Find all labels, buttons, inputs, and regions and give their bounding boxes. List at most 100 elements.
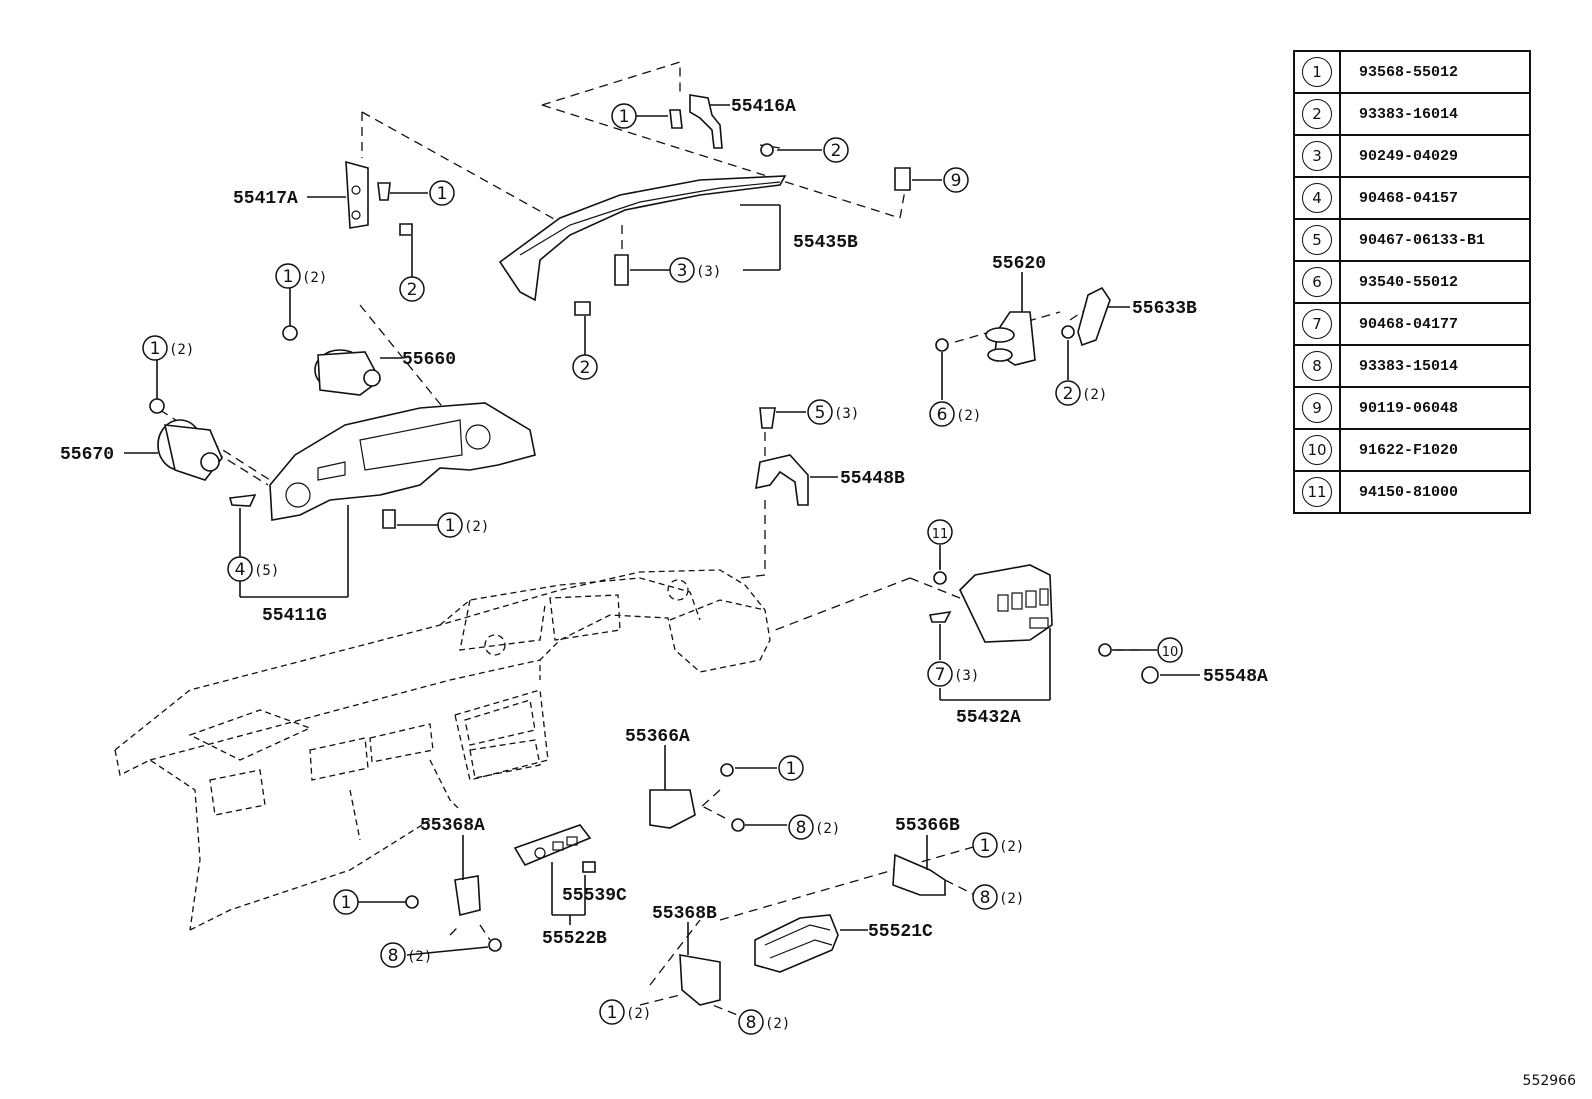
qty-5: (5)	[254, 563, 279, 579]
bracket-55448B-shape	[755, 407, 809, 506]
bracket-55368B-shape	[679, 954, 721, 1006]
callout-1-g: 1	[980, 836, 991, 856]
label-55368A: 55368A	[420, 816, 485, 836]
cluster-panel-55411G-shape	[228, 402, 536, 529]
cover-55435B-shape	[498, 167, 911, 316]
callout-1-a: 1	[619, 107, 630, 127]
callout-2-a: 2	[831, 141, 842, 161]
dashed-guide-lines	[159, 61, 1145, 1019]
label-55368B: 55368B	[652, 904, 717, 924]
row-key: 10	[1302, 435, 1332, 465]
label-55416A: 55416A	[731, 97, 796, 117]
row-key: 7	[1302, 309, 1332, 339]
callout-11: 11	[932, 527, 949, 542]
callout-circles	[142, 103, 1183, 1035]
callout-1-i: 1	[607, 1003, 618, 1023]
row-key: 8	[1302, 351, 1332, 381]
bracket-55368A-shape	[405, 875, 502, 952]
bracket-55366A-shape	[649, 763, 745, 832]
qty-2-c: (2)	[464, 519, 489, 535]
label-55548A: 55548A	[1203, 667, 1268, 687]
row-part-no: 93383-16014	[1339, 92, 1531, 136]
panel-55522B-shape	[513, 824, 596, 873]
row-part-no: 94150-81000	[1339, 470, 1531, 514]
label-55432A: 55432A	[956, 708, 1021, 728]
callout-3: 3	[677, 261, 688, 281]
callout-numbers: 1 2 9 1 2 3 2 1 1 1 4 6 2 5 11 10 7 1 8 …	[150, 107, 1179, 1033]
callout-8-b: 8	[980, 888, 991, 908]
callout-1-c: 1	[283, 267, 294, 287]
qty-3-a: (3)	[696, 264, 721, 280]
callout-8-d: 8	[746, 1013, 757, 1033]
callout-7: 7	[935, 665, 946, 685]
callout-6: 6	[937, 405, 948, 425]
callout-4: 4	[235, 560, 246, 580]
diagram-id: 552966	[1522, 1073, 1576, 1089]
row-part-no: 90249-04029	[1339, 134, 1531, 178]
row-part-no: 93383-15014	[1339, 344, 1531, 388]
label-55435B: 55435B	[793, 233, 858, 253]
row-part-no: 93540-55012	[1339, 260, 1531, 304]
callout-1-h: 1	[341, 893, 352, 913]
quantity-markers: (3) (2) (2) (2) (5) (2) (2) (3) (3) (2) …	[169, 264, 1107, 1032]
label-55417A: 55417A	[233, 189, 298, 209]
leader-lines	[124, 104, 1200, 956]
callout-8-a: 8	[796, 818, 807, 838]
label-55448B: 55448B	[840, 469, 905, 489]
label-55670: 55670	[60, 445, 114, 465]
row-part-no: 90468-04157	[1339, 176, 1531, 220]
callout-2-b: 2	[407, 280, 418, 300]
part-labels: 55416A 55417A 55435B 55660 55670 55411G …	[60, 97, 1268, 949]
switch-panel-55432A-shape	[928, 564, 1159, 684]
row-part-no: 90119-06048	[1339, 386, 1531, 430]
pocket-55521C-shape	[754, 914, 839, 973]
callout-1-f: 1	[786, 759, 797, 779]
callout-8-c: 8	[388, 946, 399, 966]
switch-55620-shape	[935, 311, 1036, 366]
callout-10: 10	[1162, 645, 1179, 660]
row-part-no: 93568-55012	[1339, 50, 1531, 94]
bracket-55416A-shape	[669, 94, 774, 157]
row-part-no: 90467-06133-B1	[1339, 218, 1531, 262]
callout-1-d: 1	[150, 339, 161, 359]
row-key: 11	[1302, 477, 1332, 507]
row-key: 2	[1302, 99, 1332, 129]
instrument-panel-outline	[114, 569, 771, 931]
label-55411G: 55411G	[262, 606, 327, 626]
row-key: 6	[1302, 267, 1332, 297]
row-part-no: 91622-F1020	[1339, 428, 1531, 472]
bracket-55366B-shape	[892, 853, 946, 896]
qty-2-k: (2)	[765, 1016, 790, 1032]
callout-5: 5	[815, 403, 826, 423]
row-key: 1	[1302, 57, 1332, 87]
label-55521C: 55521C	[868, 922, 933, 942]
trim-55633B-shape	[1061, 286, 1111, 347]
qty-2-b: (2)	[169, 342, 194, 358]
gauge-55660-shape	[282, 325, 382, 396]
label-55366A: 55366A	[625, 727, 690, 747]
row-key: 9	[1302, 393, 1332, 423]
qty-3-c: (3)	[954, 668, 979, 684]
label-55620: 55620	[992, 254, 1046, 274]
label-55633B: 55633B	[1132, 299, 1197, 319]
qty-3-b: (3)	[834, 406, 859, 422]
qty-2-j: (2)	[626, 1006, 651, 1022]
qty-2-f: (2)	[815, 821, 840, 837]
label-55660: 55660	[402, 350, 456, 370]
callout-2-d: 2	[1063, 384, 1074, 404]
callout-9: 9	[951, 171, 962, 191]
bracket-55417A-shape	[345, 160, 413, 236]
callout-2-c: 2	[580, 358, 591, 378]
